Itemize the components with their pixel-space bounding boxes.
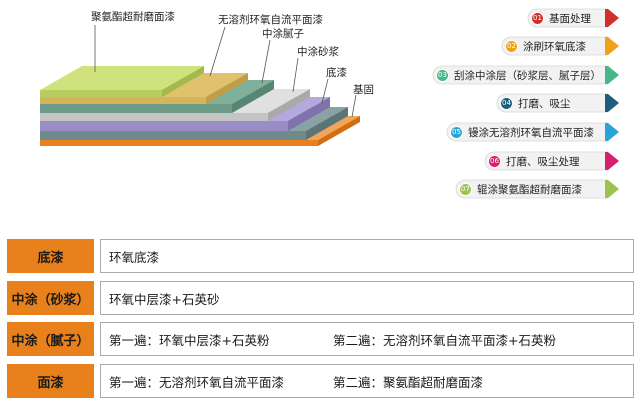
row-item: 环氧中层漆+石英砂 <box>109 291 220 307</box>
layer-base-side <box>318 116 360 146</box>
process-step-06: 06 打磨、吸尘处理 <box>484 151 620 171</box>
callout-base: 基固 <box>353 84 374 96</box>
step-arrow-shape <box>496 93 619 113</box>
step-number-badge: 03 <box>436 68 449 82</box>
step-number-badge: 04 <box>500 96 513 110</box>
row-content: 第一遍：无溶剂环氧自流平面漆 第二遍：聚氨酯超耐磨面漆 <box>100 364 634 398</box>
step-arrow-shape <box>432 65 619 85</box>
table-row-primer: 底漆 环氧底漆 <box>7 239 634 273</box>
process-step-05: 05 镘涂无溶剂环氧自流平面漆 <box>446 122 620 142</box>
floor-layer-diagram <box>40 25 360 146</box>
step-number-badge: 07 <box>459 182 472 196</box>
table-row-mortar: 中涂（砂浆） 环氧中层漆+石英砂 <box>7 281 634 315</box>
callout-self-level: 无溶剂环氧自流平面漆 <box>218 14 323 26</box>
step-number-badge: 05 <box>450 125 463 139</box>
step-arrow-shape <box>527 8 619 28</box>
row-label: 面漆 <box>7 364 94 398</box>
process-step-04: 04 打磨、吸尘 <box>496 93 620 113</box>
layer-mortar-front <box>40 121 288 131</box>
callout-topcoat: 聚氨酯超耐磨面漆 <box>91 11 175 23</box>
row-item: 环氧底漆 <box>109 249 160 265</box>
row-label: 底漆 <box>7 239 94 273</box>
step-number-badge: 01 <box>531 11 544 25</box>
row-content: 环氧中层漆+石英砂 <box>100 281 634 315</box>
leader-line-base <box>351 94 357 118</box>
callout-mortar: 中涂砂浆 <box>297 46 339 58</box>
layer-topcoat-front <box>40 90 162 97</box>
leader-line-putty <box>261 39 271 84</box>
row-item: 第二遍：无溶剂环氧自流平面漆+石英粉 <box>333 332 556 348</box>
leader-line-self-level <box>209 26 226 77</box>
step-number-badge: 06 <box>488 154 501 168</box>
row-label: 中涂（砂浆） <box>7 281 94 315</box>
step-label: 刮涂中涂层（砂浆层、腻子层） <box>454 69 601 82</box>
step-label: 打磨、吸尘处理 <box>506 155 580 168</box>
table-row-putty: 中涂（腻子） 第一遍：环氧中层漆+石英粉 第二遍：无溶剂环氧自流平面漆+石英粉 <box>7 322 634 356</box>
layer-mortar-light-side <box>268 89 310 121</box>
layer-putty-front <box>40 104 232 113</box>
step-label: 辊涂聚氨酯超耐磨面漆 <box>477 183 582 196</box>
row-content: 第一遍：环氧中层漆+石英粉 第二遍：无溶剂环氧自流平面漆+石英粉 <box>100 322 634 356</box>
step-arrow-shape <box>446 122 619 142</box>
layer-putty-side <box>232 80 274 113</box>
layer-primer-front <box>40 131 306 140</box>
row-content: 环氧底漆 <box>100 239 634 273</box>
leader-line-primer <box>321 78 329 104</box>
process-step-03: 03 刮涂中涂层（砂浆层、腻子层） <box>432 65 620 85</box>
row-item: 第一遍：环氧中层漆+石英粉 <box>109 332 270 348</box>
layer-mortar-side <box>288 97 330 131</box>
step-arrow-shape <box>455 179 619 199</box>
step-number-badge: 02 <box>505 39 518 53</box>
row-label: 中涂（腻子） <box>7 322 94 356</box>
layer-self-level-side <box>206 73 248 104</box>
process-step-07: 07 辊涂聚氨酯超耐磨面漆 <box>455 179 620 199</box>
leader-line-mortar <box>292 57 299 93</box>
step-label: 打磨、吸尘 <box>518 97 571 110</box>
layer-topcoat-top <box>40 66 204 90</box>
step-label: 镘涂无溶剂环氧自流平面漆 <box>468 126 594 139</box>
step-arrow-shape <box>501 36 619 56</box>
layer-mortar-light-front <box>40 113 268 121</box>
layer-topcoat-side <box>162 66 204 97</box>
step-label: 基面处理 <box>549 12 591 25</box>
step-arrow-shape <box>484 151 619 171</box>
layer-base-front <box>40 140 318 146</box>
layer-primer-side <box>306 107 348 140</box>
process-step-02: 02 涂刷环氧底漆 <box>501 36 620 56</box>
layer-self-level-front <box>40 97 206 104</box>
step-label: 涂刷环氧底漆 <box>523 40 586 53</box>
row-item: 第二遍：聚氨酯超耐磨面漆 <box>333 374 484 390</box>
process-step-01: 01 基面处理 <box>527 8 620 28</box>
callout-primer: 底漆 <box>326 67 347 79</box>
callout-putty: 中涂腻子 <box>262 28 304 40</box>
row-item: 第一遍：无溶剂环氧自流平面漆 <box>109 374 285 390</box>
table-row-topcoat: 面漆 第一遍：无溶剂环氧自流平面漆 第二遍：聚氨酯超耐磨面漆 <box>7 364 634 398</box>
